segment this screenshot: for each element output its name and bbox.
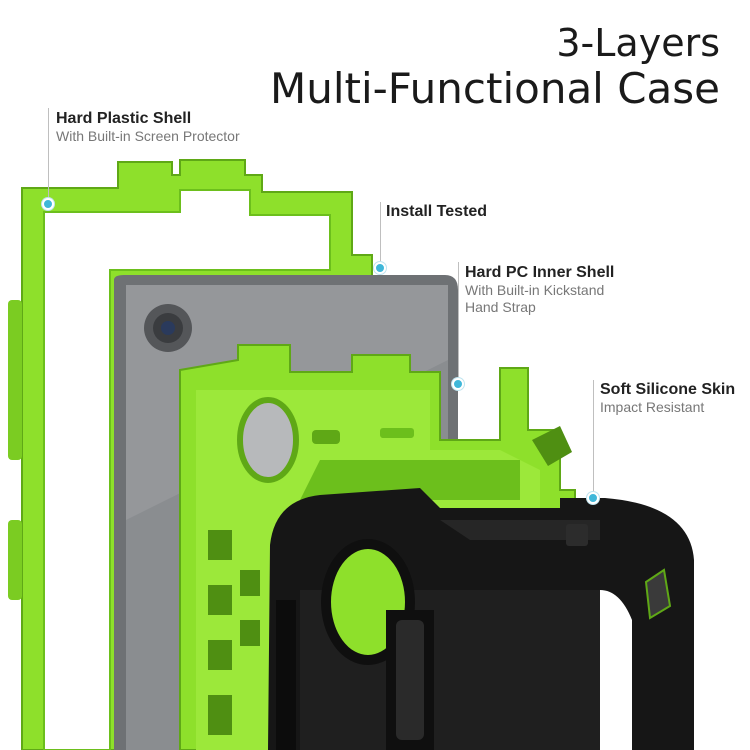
callout-hard-plastic-shell: Hard Plastic Shell With Built-in Screen … xyxy=(56,110,240,145)
marker-silicone xyxy=(587,492,599,504)
marker-pc-inner xyxy=(452,378,464,390)
headline-line-1: 3-Layers xyxy=(556,21,720,65)
callout-title: Hard Plastic Shell xyxy=(56,110,192,127)
callout-subtitle: Impact Resistant xyxy=(600,399,705,415)
callout-title: Install Tested xyxy=(386,203,488,220)
marker-install-tested xyxy=(374,262,386,274)
marker-hard-plastic xyxy=(42,198,54,210)
callout-subtitle: With Built-in Kickstand xyxy=(465,282,605,298)
callout-hard-pc-inner-shell: Hard PC Inner Shell With Built-in Kickst… xyxy=(465,264,614,316)
leader-line-pc-inner xyxy=(458,262,459,384)
callout-install-tested: Install Tested xyxy=(386,203,487,221)
callout-subtitle-2: Hand Strap xyxy=(465,298,536,315)
leader-line-install-tested xyxy=(380,202,381,268)
soft-silicone-skin xyxy=(268,488,694,750)
callout-soft-silicone-skin: Soft Silicone Skin Impact Resistant xyxy=(600,381,735,416)
headline-line-2: Multi-Functional Case xyxy=(269,63,720,113)
leader-line-hard-plastic xyxy=(48,108,49,204)
callout-subtitle: With Built-in Screen Protector xyxy=(56,128,240,144)
leader-line-silicone xyxy=(593,380,594,498)
callout-title: Soft Silicone Skin xyxy=(600,381,736,398)
callout-title: Hard PC Inner Shell xyxy=(465,264,615,281)
headline: 3-Layers Multi-Functional Case xyxy=(270,22,720,112)
